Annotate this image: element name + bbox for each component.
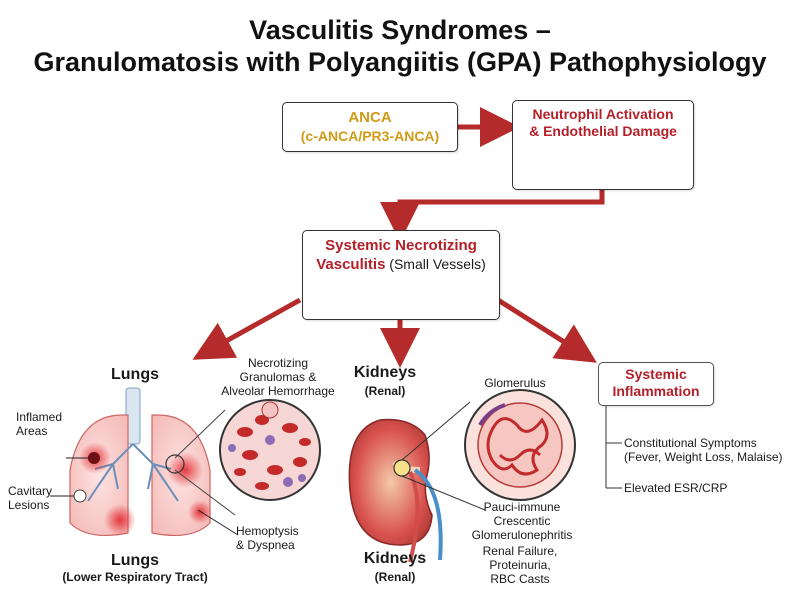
pauci-immune-label: Pauci-immune Crescentic Glomerulonephrit… — [462, 500, 582, 542]
anca-label: ANCA — [348, 109, 392, 126]
cavitary-line-1: Cavitary — [8, 484, 53, 498]
neutrophil-box: Neutrophil Activation & Endothelial Dama… — [512, 100, 694, 190]
lungs-footer-sub: (Lower Respiratory Tract) — [62, 570, 208, 584]
arrow-to-lungs — [192, 297, 302, 360]
lung-granuloma-line-2: Granulomas & — [239, 370, 317, 384]
page-title-line-2: Granulomatosis with Polyangiitis (GPA) P… — [33, 47, 767, 77]
renal-line-1: Renal Failure, — [482, 544, 558, 558]
vasculitis-title-2-bold: Vasculitis — [316, 256, 386, 273]
inflamed-line-1: Inflamed — [16, 410, 63, 424]
hemoptysis-line-2: & Dyspnea — [236, 538, 295, 552]
vasculitis-title-2: Vasculitis (Small Vessels) — [303, 255, 499, 274]
systemic-connectors — [605, 404, 622, 489]
renal-line-2: Proteinuria, — [489, 558, 551, 572]
lungs-illustration — [50, 387, 239, 536]
lung-zoom-illustration — [165, 399, 321, 516]
anca-box: ANCA (c-ANCA/PR3-ANCA) — [282, 102, 458, 152]
page-title-line-1: Vasculitis Syndromes – — [249, 15, 551, 45]
vasculitis-title-2-rest: (Small Vessels) — [385, 256, 486, 272]
renal-line-3: RBC Casts — [490, 572, 550, 586]
arrow-to-systemic — [496, 297, 597, 363]
lungs-footer: Lungs — [111, 552, 159, 569]
kidney-illustration — [348, 401, 486, 563]
lung-granuloma-label: Necrotizing Granulomas & Alveolar Hemorr… — [218, 356, 338, 398]
pauci-line-2: Crescentic — [493, 514, 551, 528]
neutrophil-title-2: & Endothelial Damage — [529, 123, 677, 139]
constitutional-line-2: (Fever, Weight Loss, Malaise) — [624, 450, 783, 464]
systemic-title-2: Inflammation — [612, 383, 700, 399]
lung-granuloma-line-1: Necrotizing — [247, 356, 309, 370]
kidneys-heading: Kidneys — [353, 364, 417, 381]
hemoptysis-label: Hemoptysis & Dyspnea — [236, 524, 299, 552]
vasculitis-title-1: Systemic Necrotizing — [325, 237, 477, 254]
esr-crp-label: Elevated ESR/CRP — [624, 481, 728, 495]
lung-granuloma-line-3: Alveolar Hemorrhage — [221, 384, 335, 398]
glomerulus-label: Glomerulus — [484, 376, 546, 390]
inflamed-areas-label: Inflamed Areas — [16, 410, 62, 438]
neutrophil-title-1: Neutrophil Activation — [532, 106, 674, 122]
glomerulus-zoom-illustration — [464, 389, 576, 501]
vasculitis-box: Systemic Necrotizing Vasculitis (Small V… — [302, 230, 500, 320]
pauci-line-3: Glomerulonephritis — [471, 528, 573, 542]
hemoptysis-line-1: Hemoptysis — [236, 524, 299, 538]
constitutional-line-1: Constitutional Symptoms — [624, 436, 757, 450]
pauci-line-1: Pauci-immune — [483, 500, 561, 514]
constitutional-symptoms-label: Constitutional Symptoms (Fever, Weight L… — [624, 436, 783, 464]
lungs-heading: Lungs — [111, 366, 159, 383]
inflamed-line-2: Areas — [16, 424, 48, 438]
kidneys-footer: Kidneys — [363, 550, 427, 567]
cavitary-lesions-label: Cavitary Lesions — [8, 484, 52, 512]
kidneys-heading-sub: (Renal) — [364, 384, 406, 398]
kidneys-footer-sub: (Renal) — [374, 570, 416, 584]
cavitary-line-2: Lesions — [8, 498, 50, 512]
systemic-inflammation-box: Systemic Inflammation — [598, 362, 714, 406]
renal-failure-label: Renal Failure, Proteinuria, RBC Casts — [460, 544, 580, 586]
anca-subtype-label: (c-ANCA/PR3-ANCA) — [300, 128, 440, 144]
systemic-title-1: Systemic — [625, 366, 687, 382]
arrow-neutrophil-to-vasculitis — [380, 188, 605, 242]
